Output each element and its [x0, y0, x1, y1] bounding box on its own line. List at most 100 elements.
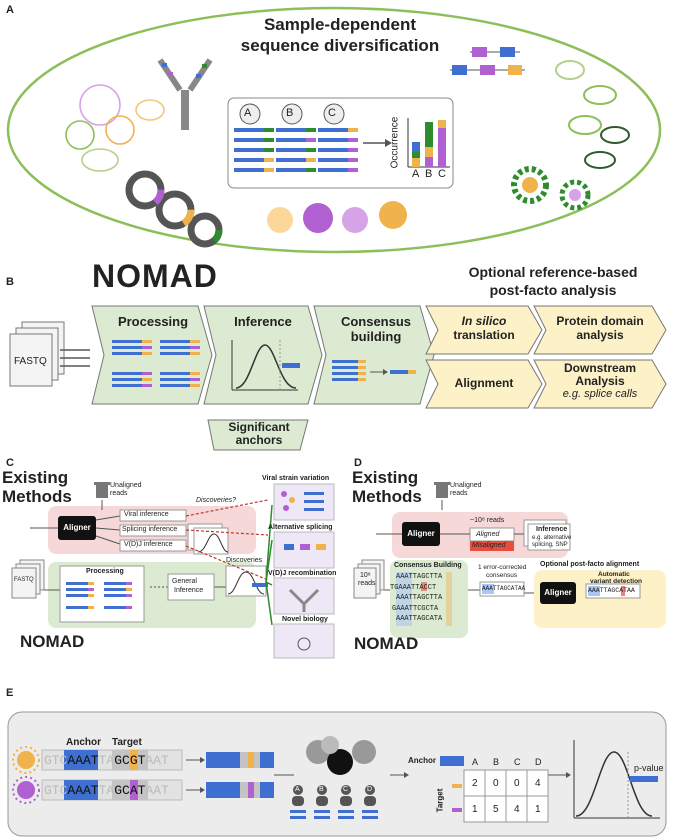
- e-anchor-label: Anchor: [66, 737, 101, 748]
- d-inference-2: splicing, SNP: [532, 542, 568, 548]
- d-consensus-title: Consensus Building: [394, 562, 462, 569]
- question-virus-icons: [306, 736, 376, 775]
- reads-stack-d: [353, 559, 385, 599]
- e-cell-1-3: 1: [535, 804, 541, 815]
- c-out-viral: Viral strain variation: [262, 475, 330, 482]
- c-out-splicing: Alternative splicing: [268, 524, 333, 531]
- d-one-consensus-1: 1 error-corrected: [478, 564, 527, 571]
- significant-label-2: anchors: [235, 433, 283, 447]
- alignment-label: Alignment: [454, 376, 514, 390]
- panel-a-title-1: Sample-dependent: [263, 15, 417, 34]
- c-aligner: Aligner: [63, 523, 91, 532]
- d-optional-title: Optional post-facto alignment: [540, 561, 640, 568]
- d-aligner-2: Aligner: [544, 588, 572, 597]
- insilico-label-2: translation: [453, 328, 515, 342]
- significant-label-1: Significant: [228, 420, 290, 434]
- optional-title-1: Optional reference-based: [468, 264, 638, 280]
- nomad-title: NOMAD: [92, 258, 218, 294]
- virus-orange-icon: [12, 746, 40, 774]
- occurrence-ylabel: Occurrence: [389, 116, 401, 169]
- e-cell-0-0: 2: [472, 778, 478, 789]
- d-nomad: NOMAD: [354, 634, 419, 653]
- panel-a-graphics: [6, 6, 662, 254]
- d-seq-4: AAATTAGCATA: [396, 615, 443, 623]
- c-unaligned-2: reads: [110, 490, 128, 497]
- e-row1-post: AAT: [145, 753, 169, 768]
- antibody-icon: [157, 58, 213, 130]
- d-seq-0: AAATTAGCTTA: [396, 573, 443, 581]
- downstream-step: Downstream Analysis e.g. splice calls: [544, 362, 656, 401]
- plasmids-icon: [125, 170, 223, 248]
- e-target-label: Target: [112, 737, 142, 748]
- d-input-reads-2: reads: [358, 580, 376, 587]
- d-input-reads-1: 10⁸: [360, 572, 371, 579]
- d-seq-3: GAAATTCGCTA: [392, 604, 439, 613]
- people-reads-icons: [290, 810, 378, 819]
- consensus-reads-icon: [332, 360, 416, 381]
- d-unaligned-2: reads: [450, 490, 468, 497]
- viruses-icon: [267, 201, 407, 233]
- trash-icon-c: [94, 482, 110, 498]
- fastq-label: FASTQ: [14, 356, 47, 367]
- panel-b-label: B: [6, 276, 14, 288]
- insilico-label-1: In silico: [461, 314, 507, 328]
- e-cell-1-1: 5: [493, 804, 499, 815]
- consensus-label-1: Consensus: [340, 314, 412, 329]
- d-seq-2: AAATTAGCTTA: [396, 594, 443, 602]
- e-row1-pre: GTC: [44, 753, 68, 768]
- c-fastq: FASTQ: [14, 577, 34, 583]
- e-row1-anchor: AAAT: [67, 753, 99, 768]
- inference-step: Inference: [214, 306, 312, 329]
- e-row2-post: AAT: [145, 783, 169, 798]
- occurrence-bars: [412, 120, 446, 167]
- c-existing-2: Methods: [2, 487, 72, 506]
- e-cell-0-2: 0: [514, 778, 520, 789]
- trash-icon-d: [434, 482, 450, 498]
- inference-curve-icon: [231, 340, 300, 391]
- e-table-target: Target: [435, 788, 445, 813]
- panel-e-label: E: [6, 687, 14, 699]
- insilico-step: In silico translation: [436, 306, 532, 342]
- virus-purple-icon: [12, 776, 40, 804]
- processing-label: Processing: [117, 314, 189, 329]
- e-col-c: C: [514, 757, 521, 767]
- consensus-step: Consensus building: [326, 306, 426, 344]
- sample-label-b: B: [286, 107, 294, 119]
- c-general-1: General: [172, 578, 197, 585]
- protein-label-2: analysis: [576, 328, 624, 342]
- c-general-2: Inference: [174, 587, 204, 594]
- splicing-diagram-icon: [450, 47, 525, 75]
- panel-d-label: D: [354, 457, 362, 469]
- d-seq-list: AAATTAGCTTA TGAAATTACCT AAATTAGCTTA GAAA…: [390, 572, 442, 625]
- c-vdj-inference: V(D)J inference: [124, 541, 173, 548]
- e-sample-d: D: [367, 786, 373, 793]
- d-reads-count: ~10⁸ reads: [470, 517, 505, 524]
- e-cell-0-3: 4: [535, 778, 541, 789]
- panel-a-label: A: [6, 4, 14, 16]
- e-cell-1-0: 1: [472, 804, 478, 815]
- e-sample-a: A: [295, 786, 300, 793]
- downstream-label-2: Analysis: [575, 374, 625, 388]
- protein-step: Protein domain analysis: [544, 306, 656, 342]
- e-row2-target: GCAT: [114, 783, 146, 798]
- c-nomad: NOMAD: [20, 632, 85, 651]
- d-variant-2: variant detection: [590, 578, 643, 585]
- processing-reads-icon: [112, 340, 200, 387]
- e-col-b: B: [493, 757, 500, 767]
- sample-label-c: C: [328, 107, 336, 119]
- c-discoveries-q: Discoveries?: [196, 497, 237, 504]
- c-splicing-inference: Splicing inference: [122, 526, 178, 533]
- e-row1-target: GCGT: [114, 753, 146, 768]
- e-col-a: A: [472, 757, 479, 767]
- consensus-label-2: building: [350, 329, 402, 344]
- e-row1-mid: TA: [98, 753, 115, 768]
- d-misaligned: Misaligned: [472, 542, 506, 549]
- bacteria-icon: [555, 60, 630, 169]
- e-row2-pre: GTC: [44, 783, 68, 798]
- significant-anchors: Significant anchors: [214, 421, 304, 447]
- c-unaligned-1: Unaligned: [110, 482, 142, 489]
- protein-label-1: Protein domain: [556, 314, 644, 328]
- d-consensus-seq: AAATTAGCATAA: [482, 585, 526, 592]
- e-row2: GTC AAAT TA GCAT AAT: [44, 783, 169, 798]
- green-viruses-icon: [511, 166, 591, 211]
